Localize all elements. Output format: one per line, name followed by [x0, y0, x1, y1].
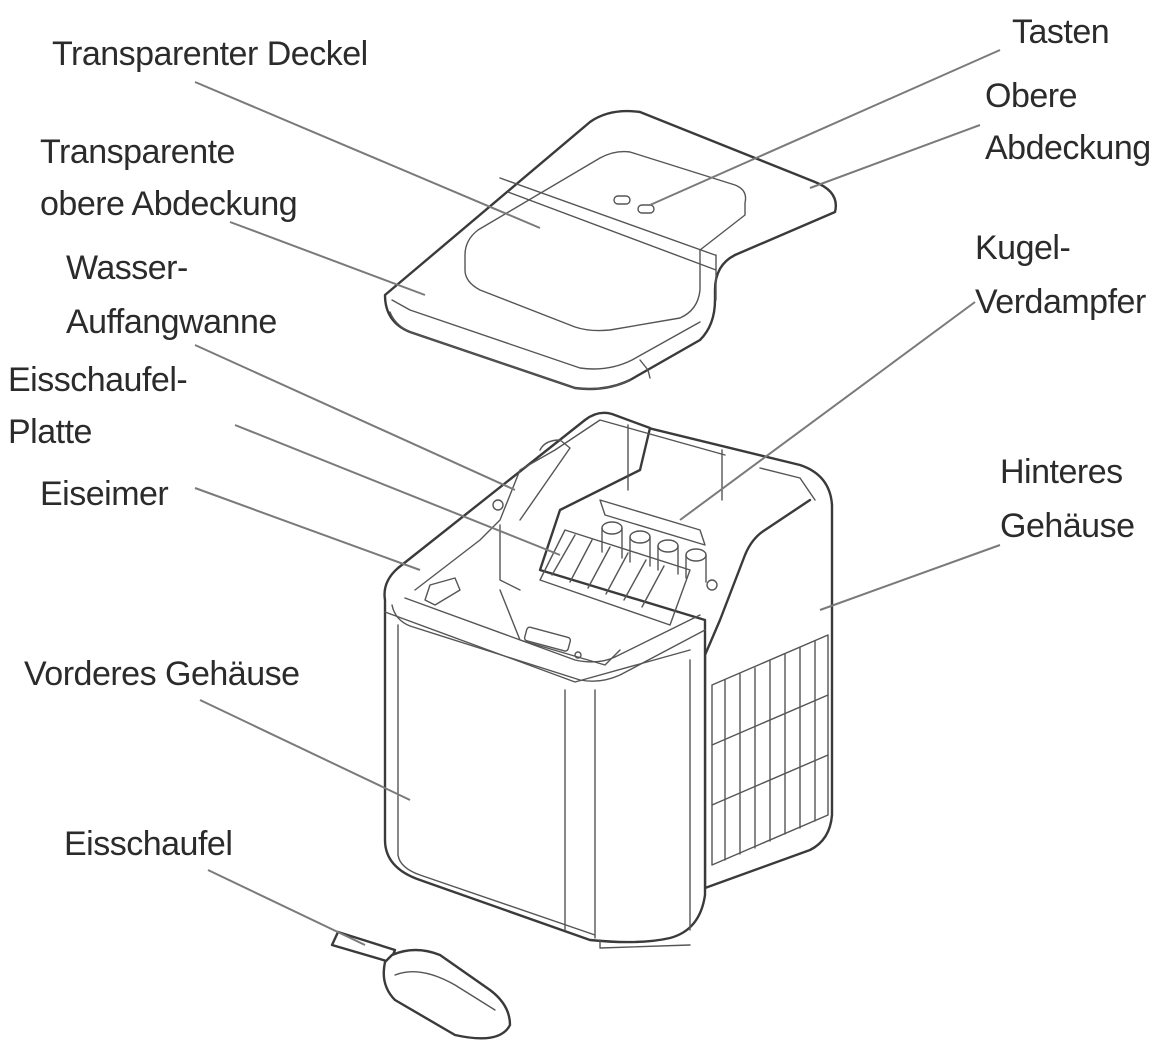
label-transparenter-deckel: Transparenter Deckel [52, 35, 368, 73]
ice-bucket [499, 589, 621, 666]
label-eiseimer: Eiseimer [40, 475, 169, 513]
button-1 [613, 195, 631, 205]
leader-obere-abdeckung [809, 124, 981, 189]
leader-transparenter-deckel [194, 81, 541, 229]
label-hinteres-line2: Gehäuse [1000, 507, 1135, 545]
leader-kugel [679, 301, 976, 521]
leader-vorderes [199, 699, 411, 801]
side-grille [711, 634, 829, 866]
leader-eisschaufel-platte [234, 424, 561, 556]
leader-wasser [194, 344, 516, 491]
label-hinteres-line1: Hinteres [1000, 453, 1123, 491]
leader-lines [194, 49, 1001, 946]
label-eisschaufel-platte-line1: Eisschaufel- [8, 361, 188, 399]
label-vorderes: Vorderes Gehäuse [24, 655, 300, 693]
evaporator-fingers [599, 499, 707, 583]
label-kugel-line1: Kugel- [975, 229, 1071, 267]
label-transparente-obere-line2: obere Abdeckung [40, 185, 298, 223]
lid-window [464, 150, 747, 332]
scoop-plate [539, 529, 691, 626]
label-wasser-line1: Wasser- [66, 249, 188, 287]
button-2 [637, 204, 655, 214]
label-wasser-line2: Auffangwanne [66, 303, 277, 341]
rear-housing-outline [593, 413, 834, 890]
leader-eiseimer [194, 487, 421, 571]
label-eisschaufel-platte-line2: Platte [8, 413, 92, 451]
label-kugel-line2: Verdampfer [975, 283, 1146, 321]
ice-scoop-drawing [330, 930, 512, 1040]
leader-hinteres [819, 544, 1001, 611]
leader-transparente-obere [229, 221, 426, 296]
label-eisschaufel: Eisschaufel [64, 825, 233, 863]
label-tasten: Tasten [1012, 13, 1110, 51]
lid-assembly [383, 109, 837, 391]
label-obere-abdeckung-line1: Obere [985, 77, 1078, 115]
leader-tasten [649, 49, 1001, 206]
leader-eisschaufel [207, 869, 366, 946]
label-obere-abdeckung-line2: Abdeckung [985, 129, 1151, 167]
front-housing-outline [383, 411, 707, 944]
body-assembly [383, 411, 834, 949]
label-transparente-obere-line1: Transparente [40, 133, 235, 171]
